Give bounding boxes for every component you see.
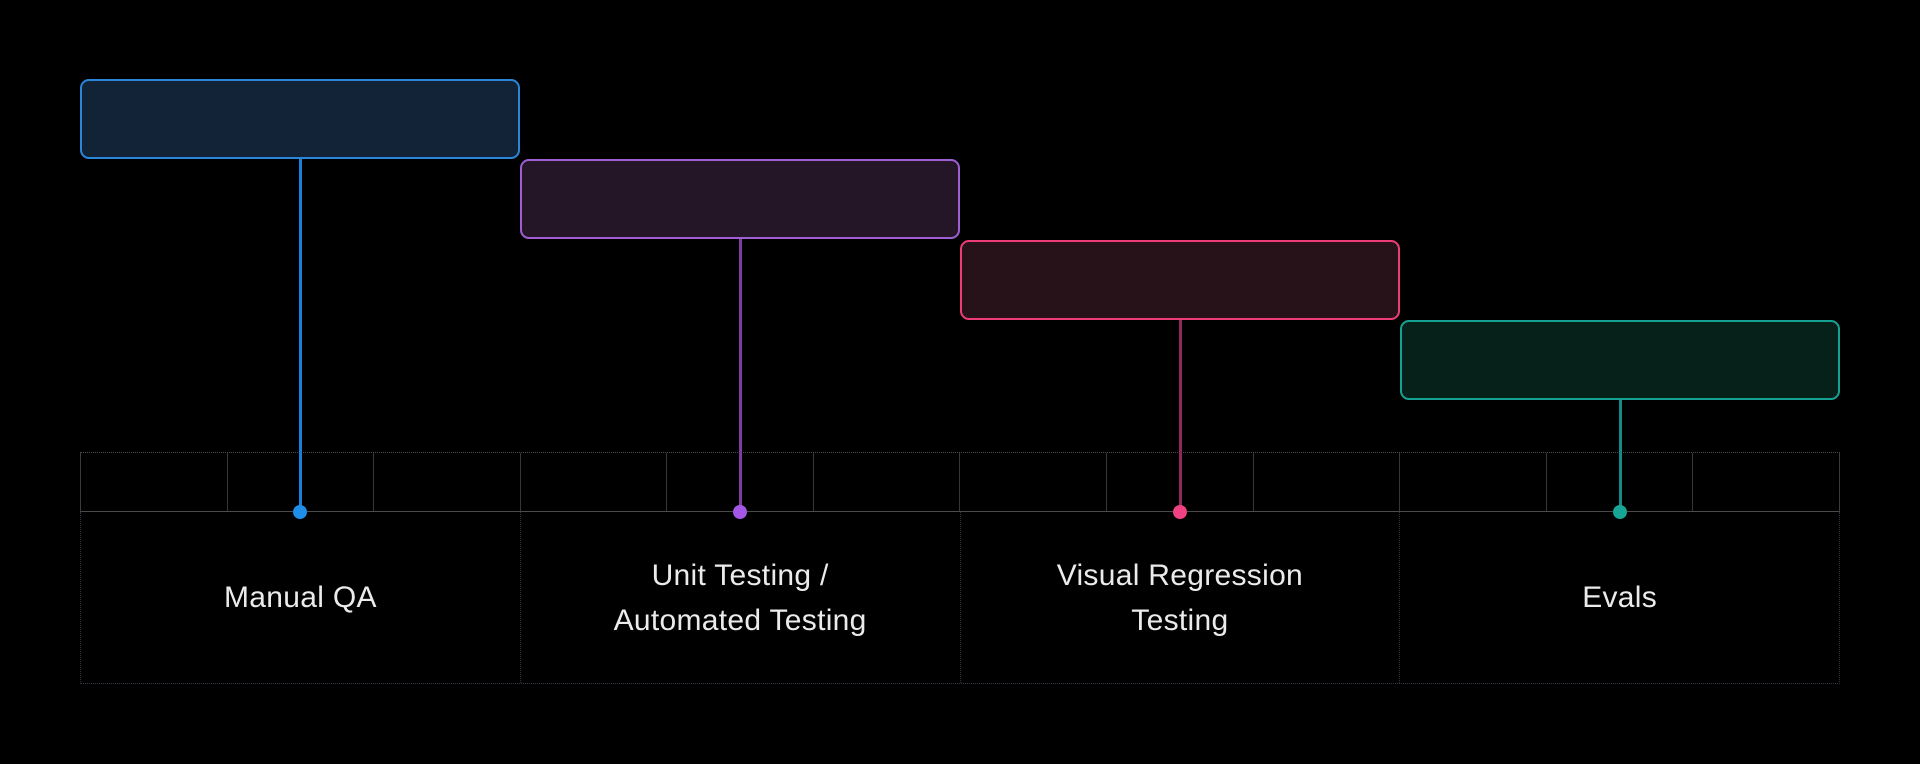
tick-cell bbox=[667, 453, 814, 511]
tick-cell bbox=[960, 453, 1108, 511]
tick-cell bbox=[1400, 453, 1547, 511]
stage-label-text: Testing bbox=[1131, 603, 1229, 637]
tick-cell bbox=[1693, 453, 1839, 511]
stage-label-text: Visual Regression bbox=[1056, 558, 1304, 592]
stage-label-manual-qa: Manual QA bbox=[81, 512, 521, 683]
tick-cell bbox=[228, 453, 375, 511]
connector-line-unit-testing bbox=[738, 239, 742, 512]
stage-label-text: Unit Testing / bbox=[651, 558, 829, 592]
connector-line-visual-regression bbox=[1178, 320, 1182, 512]
tick-cell bbox=[521, 453, 668, 511]
stage-box-manual-qa bbox=[80, 79, 520, 159]
stage-label-visual-regression: Visual Regression Testing bbox=[961, 512, 1401, 683]
tick-cell bbox=[1107, 453, 1254, 511]
tick-cell bbox=[374, 453, 521, 511]
connector-line-evals bbox=[1618, 400, 1622, 512]
stage-label-text: Manual QA bbox=[223, 581, 377, 614]
timeline-dot-evals bbox=[1613, 505, 1627, 519]
tick-cell bbox=[814, 453, 961, 511]
stage-label-text: Evals bbox=[1582, 581, 1658, 614]
timeline-dot-unit-testing bbox=[733, 505, 747, 519]
connector-line-manual-qa bbox=[298, 159, 302, 512]
stage-label-text: Automated Testing bbox=[613, 603, 867, 637]
timeline-dot-manual-qa bbox=[293, 505, 307, 519]
stage-label-evals: Evals bbox=[1400, 512, 1839, 683]
stage-box-evals bbox=[1400, 320, 1840, 400]
tick-cell bbox=[81, 453, 228, 511]
timeline-dot-visual-regression bbox=[1173, 505, 1187, 519]
timeline-tick-strip bbox=[80, 452, 1840, 512]
stage-box-unit-testing bbox=[520, 159, 960, 239]
stage-box-visual-regression bbox=[960, 240, 1400, 320]
tick-cell bbox=[1254, 453, 1401, 511]
tick-cell bbox=[1547, 453, 1694, 511]
timeline-label-row: Manual QA Unit Testing / Automated Testi… bbox=[80, 512, 1840, 684]
stage-label-unit-testing: Unit Testing / Automated Testing bbox=[521, 512, 961, 683]
